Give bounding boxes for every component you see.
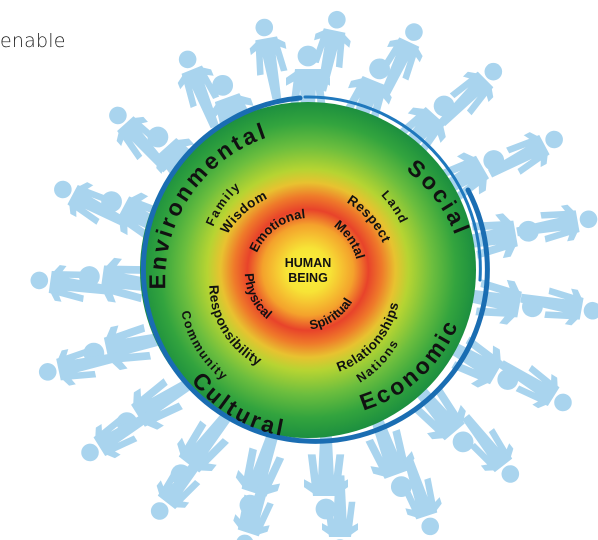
wellness-wheel-disc	[140, 102, 476, 438]
partial-heading-text: enable	[0, 30, 66, 52]
person-figure	[26, 261, 116, 309]
center-label-line1: HUMAN	[285, 256, 332, 270]
blue-outer-ring-accent	[303, 95, 482, 282]
blue-outer-ring	[140, 95, 490, 444]
center-label-line2: BEING	[288, 271, 328, 285]
